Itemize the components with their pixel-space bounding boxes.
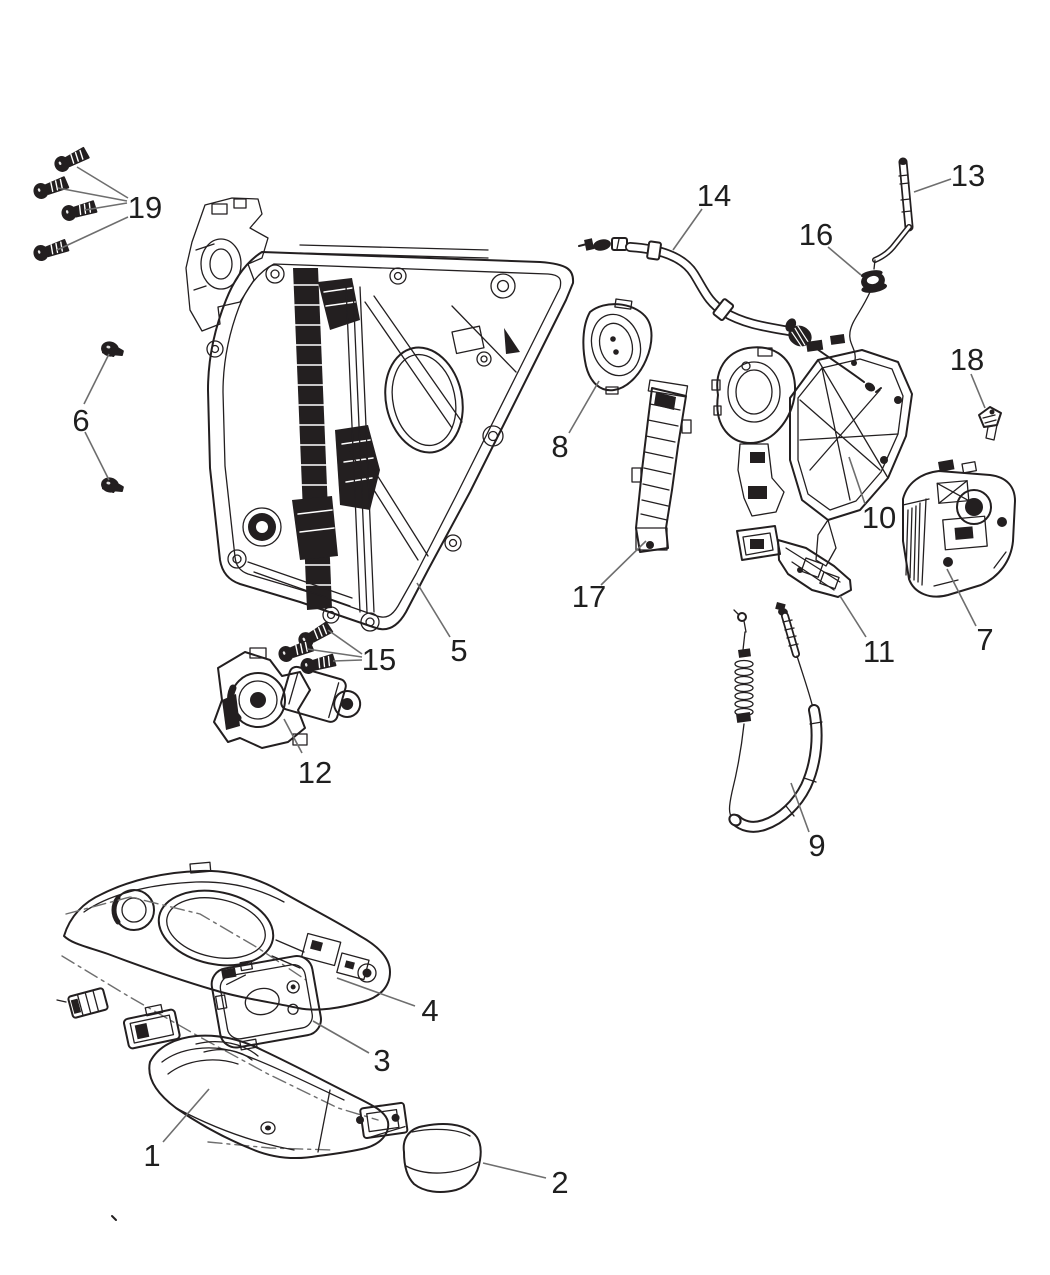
callout-label-19: 19 — [128, 190, 162, 225]
leader-lines-15 — [306, 629, 363, 662]
callout-label-1: 1 — [143, 1138, 160, 1173]
part-16-grommet — [849, 270, 888, 366]
handle-end-bracket — [359, 1101, 409, 1139]
screw-icon — [31, 174, 70, 201]
part-18-clip — [978, 406, 1002, 441]
leader-line-7 — [946, 568, 977, 627]
callout-label-16: 16 — [799, 217, 833, 252]
leader-line-5 — [416, 582, 451, 638]
hidden-outline-dashes — [61, 896, 379, 1151]
leader-line-16 — [827, 246, 862, 276]
leader-line-4 — [336, 977, 416, 1007]
part-7-door-latch — [902, 459, 1016, 598]
callout-label-3: 3 — [373, 1043, 390, 1078]
leader-line-14 — [672, 208, 703, 251]
screw-icon — [299, 652, 337, 676]
bolt-icon — [99, 475, 126, 496]
part-8-bezel — [582, 298, 653, 395]
callout-label-10: 10 — [862, 500, 896, 535]
callout-label-5: 5 — [450, 633, 467, 668]
screws-15-group — [276, 620, 337, 676]
callout-label-7: 7 — [976, 622, 993, 657]
leader-line-12 — [283, 718, 303, 754]
leader-line-9 — [790, 782, 810, 833]
callout-label-8: 8 — [551, 429, 568, 464]
leader-lines — [56, 166, 986, 1179]
leader-line-11 — [839, 595, 867, 638]
callout-label-14: 14 — [697, 178, 731, 213]
callout-label-18: 18 — [950, 342, 984, 377]
callout-label-6: 6 — [72, 403, 89, 438]
callout-label-13: 13 — [951, 158, 985, 193]
leader-line-6a — [83, 353, 110, 405]
cable-spring — [734, 659, 754, 717]
part-17-bracket — [631, 379, 692, 553]
regulator-drum — [242, 507, 282, 547]
leader-line-17 — [600, 540, 647, 586]
leader-lines-19 — [56, 166, 129, 251]
part-4-handle-bracket — [63, 861, 391, 1011]
callout-label-15: 15 — [362, 642, 396, 677]
panel-ribs — [247, 295, 520, 607]
wiring-connectors — [56, 987, 181, 1050]
part-14-release-cable — [578, 237, 882, 393]
callout-label-9: 9 — [808, 828, 825, 863]
panel-top-bracket — [185, 197, 269, 332]
leader-line-8 — [568, 380, 600, 434]
bolt-icon — [99, 339, 126, 360]
leader-line-10 — [848, 456, 866, 505]
part-12-window-motor — [213, 647, 362, 749]
screw-icon — [52, 145, 91, 175]
cable-barrel — [785, 318, 812, 348]
stray-tick-mark — [111, 1215, 117, 1221]
callout-label-17: 17 — [572, 579, 606, 614]
part-13-lock-rod — [872, 157, 914, 270]
callout-labels: 1 2 3 4 5 6 7 8 9 10 11 12 13 14 15 16 1… — [72, 158, 993, 1200]
part-1-door-handle — [148, 1034, 409, 1159]
part-3-gasket — [210, 955, 322, 1051]
leader-line-2 — [482, 1162, 547, 1179]
callout-label-12: 12 — [298, 755, 332, 790]
part-11-bracket — [736, 525, 852, 598]
leader-line-6b — [84, 431, 110, 481]
leader-line-18 — [970, 373, 986, 409]
screw-icon — [60, 199, 98, 223]
screws-19-group — [31, 145, 98, 263]
part-2-end-cap — [402, 1123, 482, 1193]
bracket-detail-cluster — [300, 932, 370, 981]
screw-icon — [31, 237, 70, 263]
part-5-door-module-panel — [185, 197, 575, 632]
leader-line-1 — [162, 1088, 210, 1143]
leader-line-13 — [913, 178, 952, 193]
motor-body — [280, 665, 362, 723]
part-10-latch-presenter — [711, 334, 913, 567]
panel-bolt-holes — [206, 264, 516, 632]
panel-oval-opening — [384, 346, 464, 454]
callout-label-4: 4 — [421, 993, 438, 1028]
leader-line-3 — [312, 1020, 370, 1054]
callout-label-11: 11 — [863, 634, 895, 669]
callout-label-2: 2 — [551, 1165, 568, 1200]
part-9-lock-cable — [728, 601, 823, 833]
